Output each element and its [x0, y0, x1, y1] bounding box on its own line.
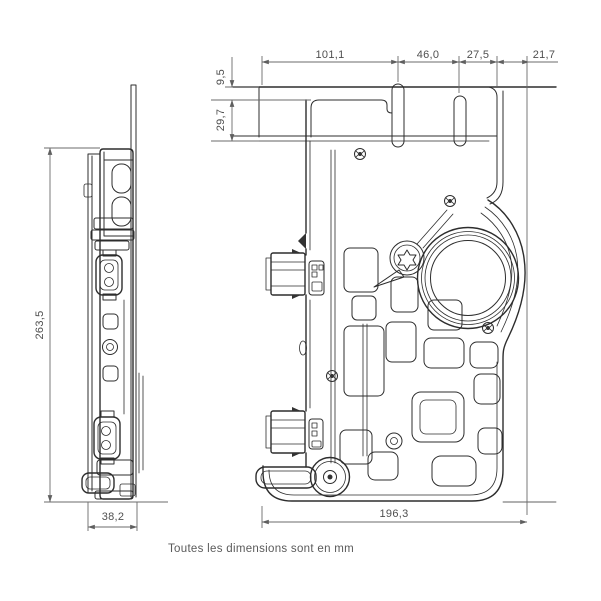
side-bracket-2: [90, 229, 135, 241]
side-upper-connector: [95, 249, 123, 301]
front-edge-oval: [299, 340, 307, 356]
front-screws: [326, 148, 494, 382]
side-plate-edge: [130, 84, 137, 498]
side-hole-2: [102, 339, 118, 355]
front-inner-wall: [268, 361, 498, 496]
dim-label-101: 101,1: [315, 49, 344, 61]
side-top-compartment: [103, 151, 134, 237]
dim-label-263: 263,5: [34, 310, 46, 339]
dim-label-29: 29,7: [215, 109, 227, 132]
ext-lines-top: [261, 56, 528, 515]
side-lower-connector: [93, 410, 121, 465]
side-body-outline: [99, 148, 134, 500]
front-ribs: [330, 149, 368, 464]
dim-label-9: 9,5: [215, 69, 227, 85]
side-foot: [81, 459, 136, 500]
front-view: [232, 83, 557, 503]
front-lower-connector: [265, 407, 306, 457]
front-beak-tab: [298, 233, 306, 249]
side-flange-edge: [138, 372, 144, 474]
side-bracket-1: [93, 217, 134, 230]
front-slot-2: [453, 95, 467, 147]
side-view: [81, 84, 144, 500]
side-left-tab: [83, 183, 93, 198]
front-bezel-band-1: [484, 206, 519, 333]
front-plate-right-hook: [486, 86, 504, 205]
front-slot-1: [391, 83, 405, 148]
dim-label-46: 46,0: [417, 49, 440, 61]
front-roller-wheel: [309, 456, 351, 498]
front-cam-actuator: [373, 240, 425, 288]
dim-label-38: 38,2: [102, 511, 125, 523]
side-bump-2: [111, 196, 132, 227]
front-plate-tab: [310, 99, 393, 138]
front-circular-bore: [416, 226, 520, 330]
front-ridge-lines: [416, 209, 454, 249]
front-pockets: [339, 247, 503, 487]
dim-label-196: 196,3: [379, 508, 408, 520]
front-upper-terminal-block: [308, 260, 325, 296]
side-hole-3: [102, 365, 119, 382]
units-note: Toutes les dimensions sont en mm: [168, 543, 354, 555]
front-upper-connector: [265, 249, 306, 299]
dim-label-21: 21,7: [533, 49, 556, 61]
front-lower-terminal-block: [308, 418, 324, 450]
side-hole-2-inner: [106, 343, 114, 351]
ext-lines-height: [44, 147, 168, 503]
side-front-edge: [87, 153, 101, 494]
dim-label-27: 27,5: [467, 49, 490, 61]
front-body-outline: [262, 199, 526, 502]
side-bump-1: [111, 163, 132, 194]
dimension-annotations: 101,1 46,0 27,5 21,7 9,5 29,7 263,5 38,2…: [34, 49, 558, 531]
side-hole-1: [102, 313, 119, 330]
